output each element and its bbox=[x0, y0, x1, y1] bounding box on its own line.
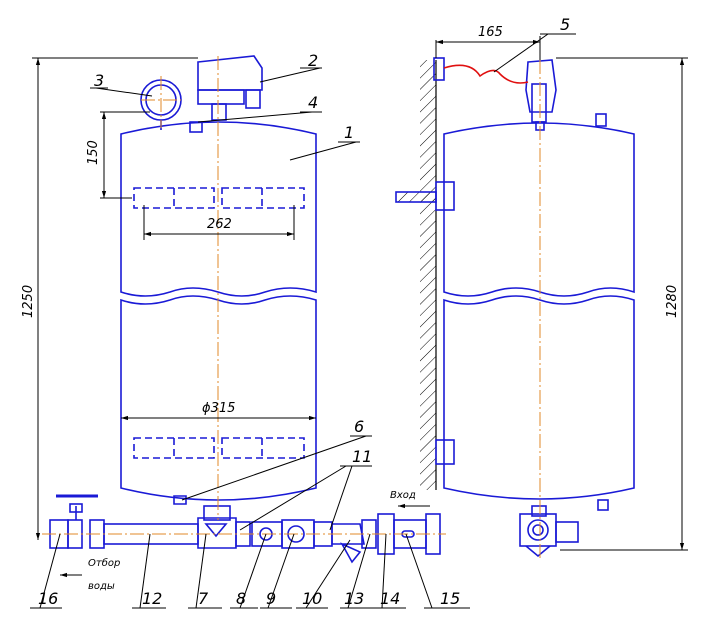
thermostat-side bbox=[525, 59, 557, 113]
dimension-labels: 1250 150 262 ϕ315 165 1280 bbox=[21, 25, 680, 416]
piping bbox=[49, 494, 441, 564]
tank-bottom-section bbox=[120, 295, 317, 501]
callout-16: 16 bbox=[38, 589, 58, 608]
callout-7: 7 bbox=[198, 589, 209, 608]
callout-labels: 1 2 3 4 5 6 7 8 9 10 11 12 13 14 15 16 bbox=[38, 15, 570, 608]
callout-5: 5 bbox=[560, 15, 570, 34]
tee-7 bbox=[197, 517, 237, 549]
callout-11: 11 bbox=[352, 447, 372, 466]
dim-height-left: 1250 bbox=[21, 285, 36, 318]
side-fitting bbox=[519, 513, 557, 547]
callout-3: 3 bbox=[94, 71, 104, 90]
front-view bbox=[49, 55, 441, 564]
dim-wall-offset: 165 bbox=[478, 25, 503, 40]
safety-valve bbox=[189, 121, 203, 133]
side-view bbox=[395, 33, 688, 560]
callout-12: 12 bbox=[142, 589, 162, 608]
dim-heater-span: 262 bbox=[207, 217, 232, 232]
callout-10: 10 bbox=[302, 589, 322, 608]
dim-height-right: 1280 bbox=[665, 285, 680, 318]
centerlines-front bbox=[42, 56, 446, 535]
callout-1: 1 bbox=[344, 123, 354, 142]
callout-4: 4 bbox=[308, 93, 318, 112]
dimensions-front bbox=[32, 57, 316, 540]
lower-bracket bbox=[435, 439, 455, 465]
filter-10 bbox=[331, 523, 365, 564]
wall-bracket bbox=[435, 181, 455, 211]
note-inlet: Вход bbox=[390, 490, 416, 501]
note-outlet-2: воды bbox=[88, 581, 115, 592]
side-tank-top bbox=[443, 122, 635, 297]
wall bbox=[420, 60, 436, 490]
callout-9: 9 bbox=[266, 589, 276, 608]
callout-2: 2 bbox=[308, 51, 318, 70]
heater-element-top bbox=[133, 187, 305, 209]
leaders-front bbox=[30, 67, 470, 609]
flow-notes: Отбор воды Вход bbox=[88, 490, 416, 592]
thermostat bbox=[197, 55, 263, 121]
note-outlet-1: Отбор bbox=[88, 557, 120, 569]
callout-8: 8 bbox=[236, 589, 246, 608]
drain-plug bbox=[173, 495, 187, 505]
dim-diameter: ϕ315 bbox=[202, 401, 235, 416]
dim-gauge-offset: 150 bbox=[86, 140, 101, 165]
tank-top-section bbox=[120, 121, 317, 297]
callout-13: 13 bbox=[344, 589, 364, 608]
wire bbox=[443, 64, 529, 84]
callout-15: 15 bbox=[440, 589, 460, 608]
heater-element-bottom bbox=[133, 437, 305, 459]
callout-6: 6 bbox=[354, 417, 364, 436]
callout-14: 14 bbox=[380, 589, 400, 608]
side-tank-bottom bbox=[443, 295, 635, 500]
